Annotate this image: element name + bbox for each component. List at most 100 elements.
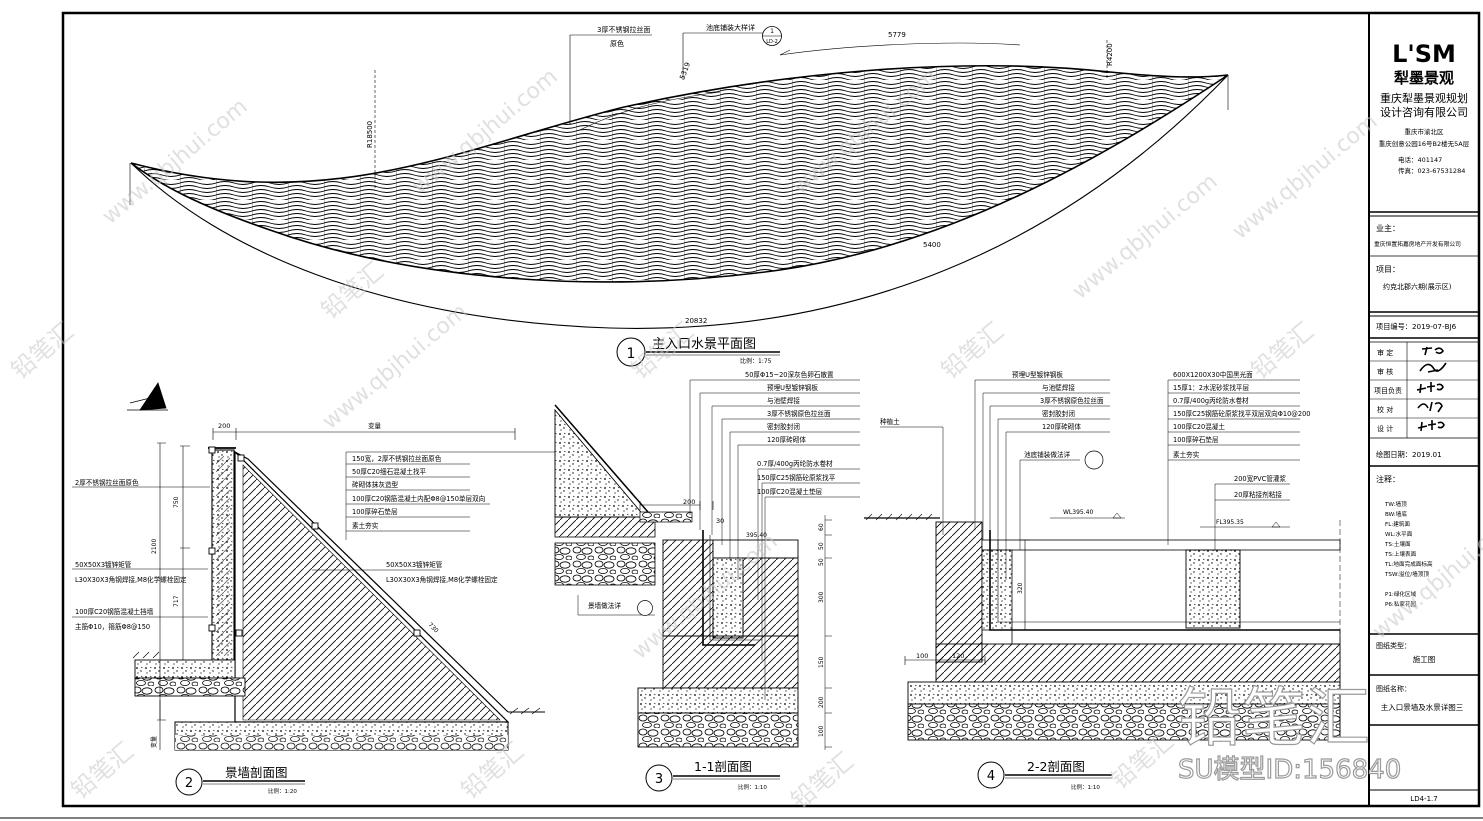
plan-title: 主入口水景平面图 <box>652 337 756 352</box>
sec4-right-note: 150厚C25钢筋砼原浆找平双层双向Φ10@200 <box>1173 409 1310 418</box>
north-arrow-icon <box>127 382 168 411</box>
sec4-left-note: 预埋U型镀锌钢板 <box>1012 370 1063 379</box>
watermark-site: www.qbjhui.com <box>318 299 473 434</box>
drawing-no: LD4-1.7 <box>1410 795 1437 803</box>
owner-label: 业主： <box>1376 223 1400 233</box>
sec3-vdims: 60 50 50 300 150 200 100 <box>818 523 825 737</box>
project-no: 项目编号：2019-07-BJ6 <box>1376 322 1457 331</box>
watermark-site: www.qbjhui.com <box>1068 169 1223 304</box>
sec2-dim-var: 变量 <box>368 421 382 430</box>
logo-mark: L'SM <box>1392 40 1456 68</box>
sec4-level-1: WL395.40 <box>1063 509 1093 516</box>
sec2-left-4: 100厚C20钢筋混凝土挡墙 <box>75 607 154 616</box>
handwritten-signatures <box>1416 346 1447 432</box>
project-label: 项目： <box>1376 265 1400 274</box>
outer-frame <box>61 11 1481 808</box>
watermark-site: www.qbjhui.com <box>1228 109 1383 244</box>
title-block: L'SM 犁墨景观 重庆犁墨景观规划 设计咨询有限公司 重庆市渝北区 重庆创意公… <box>1369 40 1479 803</box>
sec4-dim-100: 100 <box>916 652 928 660</box>
sec2-note: 砖砌体抹灰造型 <box>352 480 399 489</box>
sec3-note: 与池壁焊接 <box>767 396 800 405</box>
watermark-brand: 铅笔汇 <box>1246 317 1319 385</box>
check-label: 审 核 <box>1377 367 1393 376</box>
sec4-ref-circle <box>1084 450 1104 470</box>
sec3-note: 150厚C25钢筋砼原浆找平 <box>757 473 836 482</box>
plan-label-b: 池底铺装大样详 <box>706 23 755 32</box>
section-3: 50厚Φ15~20深灰色卵石散置 预埋U型镀锌钢板 与池壁焊接 3厚不锈钢原色拉… <box>554 370 860 792</box>
note-item: WL:水平面 <box>1385 530 1413 538</box>
signature-table: 审 定 审 核 项目负责 校 对 设 计 <box>1369 341 1479 439</box>
sec2-left-2: 50X50X3镀锌矩管 <box>75 560 132 569</box>
sec4-dim-120: 120 <box>952 652 964 660</box>
logo-cn: 犁墨景观 <box>1394 69 1454 87</box>
company-name-2: 设计咨询有限公司 <box>1380 105 1468 119</box>
note-item: TW:墙顶 <box>1384 500 1407 508</box>
project-value: 约克北郡六期(展示区) <box>1383 282 1452 291</box>
note-item: TS:土壤面 <box>1384 540 1411 548</box>
sec3-vdim: 50 <box>818 542 825 550</box>
note-item: BW:墙底 <box>1385 510 1407 518</box>
sec3-dim-30: 30 <box>716 517 724 525</box>
section-4: WL395.40 FL395.35 预埋U型镀锌钢板 与池壁焊接 3厚不锈钢原色… <box>864 370 1341 791</box>
note-item: TSW:溢位/墙顶顶 <box>1384 570 1429 578</box>
sec3-level: 395.40 <box>746 532 767 539</box>
sec3-note: 密封胶封闭 <box>767 422 800 431</box>
plan-title-circle <box>616 337 646 367</box>
stage-label: 图纸类型： <box>1376 641 1411 650</box>
drawing-name-label: 图纸名称： <box>1376 684 1411 693</box>
stage-value: 施工图 <box>1413 654 1436 664</box>
plan-dim-5319: 5319 <box>678 61 692 80</box>
sec3-notes: 50厚Φ15~20深灰色卵石散置 预埋U型镀锌钢板 与池壁焊接 3厚不锈钢原色拉… <box>745 370 836 496</box>
draw-date: 绘图日期：2019.01 <box>1376 450 1442 459</box>
sec4-right-note: 15厚1：2水泥砂浆找平层 <box>1173 383 1250 392</box>
sec3-scale: 比例：1:10 <box>738 783 767 791</box>
plan-ref-sheet: LD-2 <box>766 39 778 45</box>
address-2: 重庆创意公园16号B2楼无5A层 <box>1379 139 1470 148</box>
sec4-right-notes: 600X1200X30中国黑光面 15厚1：2水泥砂浆找平层 0.7厚/400g… <box>1173 370 1310 459</box>
sec4-left-note: 120厚砖砌体 <box>1042 422 1081 431</box>
plan-scale: 比例：1:75 <box>740 357 772 365</box>
sec4-ref: 池底铺装做法详 <box>1024 450 1071 459</box>
sec2-dim-717: 717 <box>173 595 180 607</box>
sec4-title-circle <box>977 761 1005 789</box>
note-item: FL:建筑面 <box>1385 520 1410 528</box>
sec2-dim-200: 200 <box>218 422 230 430</box>
plan-dim-5400: 5400 <box>923 241 941 249</box>
sec2-title-circle <box>175 768 203 796</box>
sec3-title-num: 3 <box>655 772 663 787</box>
notes-list: TW:墙顶 BW:墙底 FL:建筑面 WL:水平面 TS:土壤面 TS:上壤表面… <box>1384 500 1433 608</box>
sec4-right-note: 100厚碎石垫层 <box>1173 435 1219 444</box>
note-item: P1:绿化区域 <box>1385 590 1417 598</box>
sec2-left-1: 2厚不锈钢拉丝面原色 <box>75 478 139 487</box>
sec2-title: 景墙剖面图 <box>225 765 288 780</box>
note-item: P6:私家花园 <box>1385 600 1417 608</box>
plan-label-a2: 原色 <box>610 39 624 48</box>
plan-dim-5779: 5779 <box>888 31 906 39</box>
plan-ref-num: 1 <box>770 28 774 35</box>
watermark-brand: 铅笔汇 <box>6 317 79 385</box>
drawing-name: 主入口景墙及水景详图三 <box>1381 702 1464 712</box>
watermark-brand: 铅笔汇 <box>316 257 389 325</box>
sec2-dim-730: 730 <box>427 621 440 634</box>
sec2-dim-2100: 2100 <box>151 539 158 554</box>
owner-value: 重庆恒置拓嘉房地产开发有限公司 <box>1374 240 1461 248</box>
sec2-notes: 150宽，2厚不锈钢拉丝面原色 50厚C20细石混凝土找平 砖砌体抹灰造型 10… <box>352 454 485 530</box>
plan-label-a: 3厚不锈钢拉丝面 <box>597 25 650 34</box>
sec4-scale: 比例：1:10 <box>1071 783 1100 791</box>
sec3-dim-200: 200 <box>683 498 695 506</box>
plan-title-num: 1 <box>627 346 636 362</box>
sec3-vdim: 200 <box>818 696 825 708</box>
watermark-brand: 铅笔汇 <box>786 747 859 815</box>
plan-arc-dim <box>130 74 1229 329</box>
watermark-brand: 铅笔汇 <box>66 737 139 805</box>
sec2-left-3: L30X30X3角钢焊接,M8化学螺栓固定 <box>75 575 187 584</box>
tel: 电话：401147 <box>1398 155 1442 164</box>
sec2-right-2: L30X30X3角钢焊接,M8化学螺栓固定 <box>386 575 498 584</box>
sec4-title-num: 4 <box>987 769 995 784</box>
sec2-title-num: 2 <box>185 776 193 791</box>
address-1: 重庆市渝北区 <box>1405 127 1445 136</box>
sec2-note: 100厚碎石垫层 <box>352 507 398 516</box>
sec3-vdim: 150 <box>818 656 825 668</box>
sec4-dim-320: 320 <box>1017 582 1024 594</box>
